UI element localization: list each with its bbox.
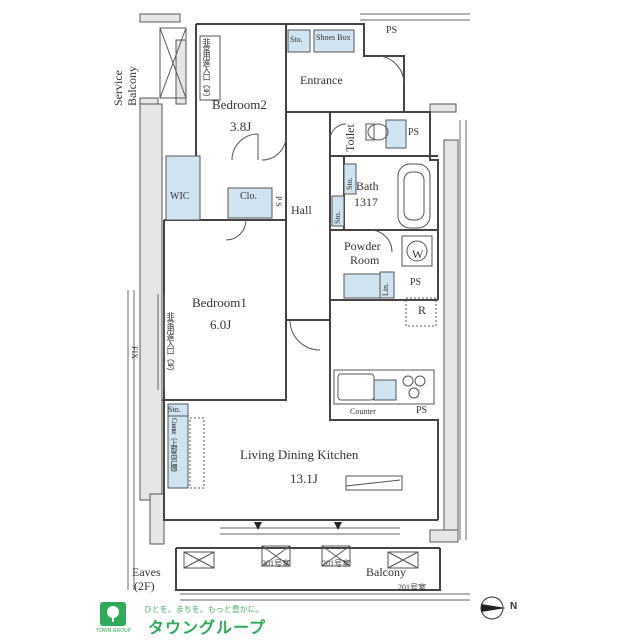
service-balcony-line2: Balcony — [125, 66, 139, 106]
doors — [225, 55, 405, 351]
sto-label-ldk: Sto. — [168, 405, 181, 414]
ldk-size: 13.1J — [290, 471, 318, 486]
ps-label-3: PS — [410, 277, 422, 288]
lin-label: Lin. — [381, 282, 390, 296]
ps-label-2: PS — [408, 127, 420, 138]
window-markers — [254, 522, 342, 530]
toilet-label: Toilet — [343, 124, 357, 152]
ps-label-1: PS — [386, 25, 398, 36]
town-group-logo: ひとを、まちを、もっと豊かに。 タウングループ TOWN GROUP — [96, 600, 296, 637]
powder-room-line2: Room — [350, 253, 380, 267]
room-201-label-b: 201号室 — [398, 583, 426, 592]
wic-label: WIC — [170, 191, 190, 202]
fix-label: FIX — [130, 346, 139, 359]
service-balcony-line1: Service — [111, 70, 125, 106]
counter-label: Counter — [350, 407, 376, 416]
fixtures — [159, 27, 437, 569]
balcony-label: Balcony — [366, 565, 406, 579]
bedroom2-name: Bedroom2 — [212, 97, 267, 112]
emergency-entry-bedroom1: 非常用進入口（3F） — [166, 312, 175, 375]
sto-label-entrance: Sto. — [290, 35, 303, 44]
clo-label: Clo. — [240, 191, 257, 202]
tree-icon — [100, 602, 126, 626]
refrigerator-label: R — [418, 303, 427, 317]
north-compass: N — [478, 594, 528, 624]
p-s-label: P S — [274, 196, 283, 207]
room-301-label: 301号室 — [262, 559, 290, 568]
counter-cabinet-note: Counter（上部吊戸棚） — [170, 418, 178, 476]
entrance-label: Entrance — [300, 73, 343, 87]
shoes-box-label: Shoes Box — [316, 33, 351, 42]
sto-label-hall-2: Sto. — [345, 177, 354, 190]
compass-arrow-icon — [480, 596, 506, 620]
sto-label-hall-1: Sto. — [333, 211, 342, 224]
bath-name: Bath — [356, 179, 379, 193]
logo-group: TOWN GROUP — [96, 628, 131, 634]
eaves-line1: Eaves — [132, 565, 161, 579]
hall-label: Hall — [291, 203, 312, 217]
ldk-name: Living Dining Kitchen — [240, 447, 359, 462]
storage-fills — [165, 29, 407, 489]
bath-size: 1317 — [354, 195, 378, 209]
logo-brand: タウングループ — [148, 620, 267, 637]
emergency-entry-bedroom2: 非常用進入口（3F） — [202, 38, 211, 101]
powder-room-line1: Powder — [344, 239, 381, 253]
bedroom1-name: Bedroom1 — [192, 295, 247, 310]
ps-label-4: PS — [416, 405, 428, 416]
compass-north-label: N — [510, 601, 518, 612]
bedroom2-size: 3.8J — [230, 119, 252, 134]
logo-tagline: ひとを、まちを、もっと豊かに。 — [144, 605, 264, 614]
structural-walls — [139, 13, 459, 545]
eaves-line2: (2F) — [134, 579, 155, 593]
windows — [127, 13, 470, 601]
washer-label: W — [412, 247, 424, 261]
room-201-label: 201号室 — [322, 559, 350, 568]
bedroom1-size: 6.0J — [210, 317, 232, 332]
